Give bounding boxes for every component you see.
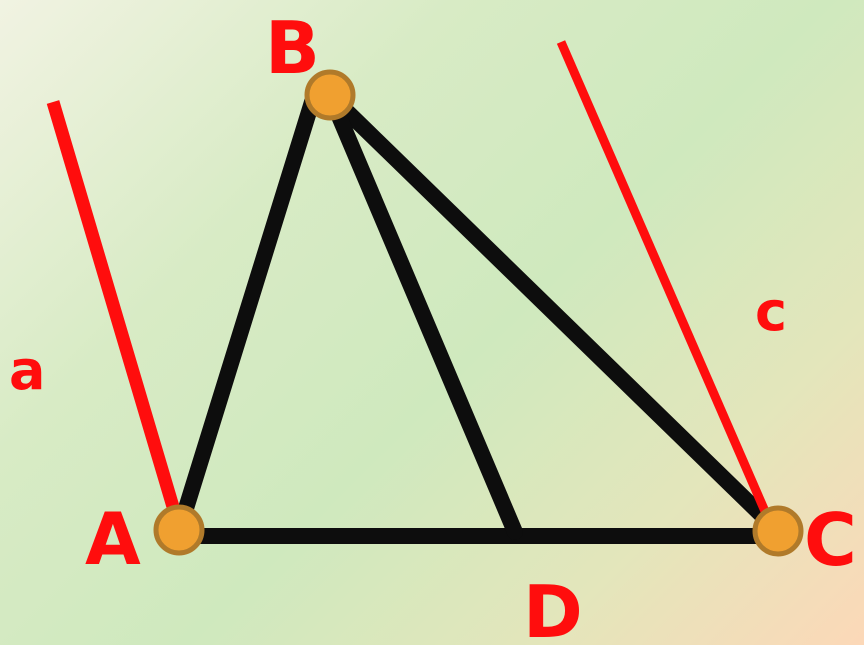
- line-a: [46, 100, 186, 529]
- point-b: [304, 69, 356, 121]
- line-c: [556, 40, 779, 534]
- label-a: A: [85, 497, 141, 581]
- label-line-c: c: [755, 280, 787, 343]
- label-line-a: a: [9, 339, 45, 402]
- label-d: D: [523, 570, 583, 645]
- label-b: B: [265, 6, 320, 90]
- point-c: [752, 505, 804, 557]
- point-a: [153, 504, 205, 556]
- label-c: C: [804, 498, 857, 582]
- segment-bc: [322, 87, 786, 539]
- segment-bd: [322, 87, 523, 540]
- segment-ab: [171, 94, 320, 539]
